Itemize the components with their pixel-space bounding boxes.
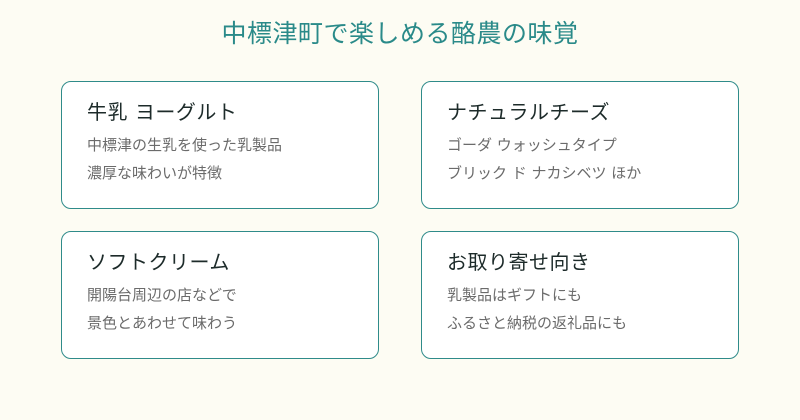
card-title: ナチュラルチーズ: [447, 100, 610, 124]
card-title: 牛乳 ヨーグルト: [87, 100, 238, 124]
card-line: ふるさと納税の返礼品にも: [447, 314, 628, 332]
card-line: ブリック ド ナカシベツ ほか: [447, 164, 642, 182]
card-line: 中標津の生乳を使った乳製品: [87, 136, 283, 154]
card-line: 開陽台周辺の店などで: [87, 286, 237, 304]
card-line: 景色とあわせて味わう: [87, 314, 238, 332]
card-line: 濃厚な味わいが特徴: [87, 164, 223, 182]
card-natural-cheese: ナチュラルチーズ ゴーダ ウォッシュタイプ ブリック ド ナカシベツ ほか: [421, 81, 739, 209]
card-line: 乳製品はギフトにも: [447, 286, 583, 304]
card-mail-order: お取り寄せ向き 乳製品はギフトにも ふるさと納税の返礼品にも: [421, 231, 739, 359]
card-soft-cream: ソフトクリーム 開陽台周辺の店などで 景色とあわせて味わう: [61, 231, 379, 359]
card-title: ソフトクリーム: [87, 250, 230, 274]
card-line: ゴーダ ウォッシュタイプ: [447, 136, 617, 154]
card-title: お取り寄せ向き: [447, 250, 591, 274]
page-title: 中標津町で楽しめる酪農の味覚: [221, 19, 579, 48]
card-milk-yogurt: 牛乳 ヨーグルト 中標津の生乳を使った乳製品 濃厚な味わいが特徴: [61, 81, 379, 209]
